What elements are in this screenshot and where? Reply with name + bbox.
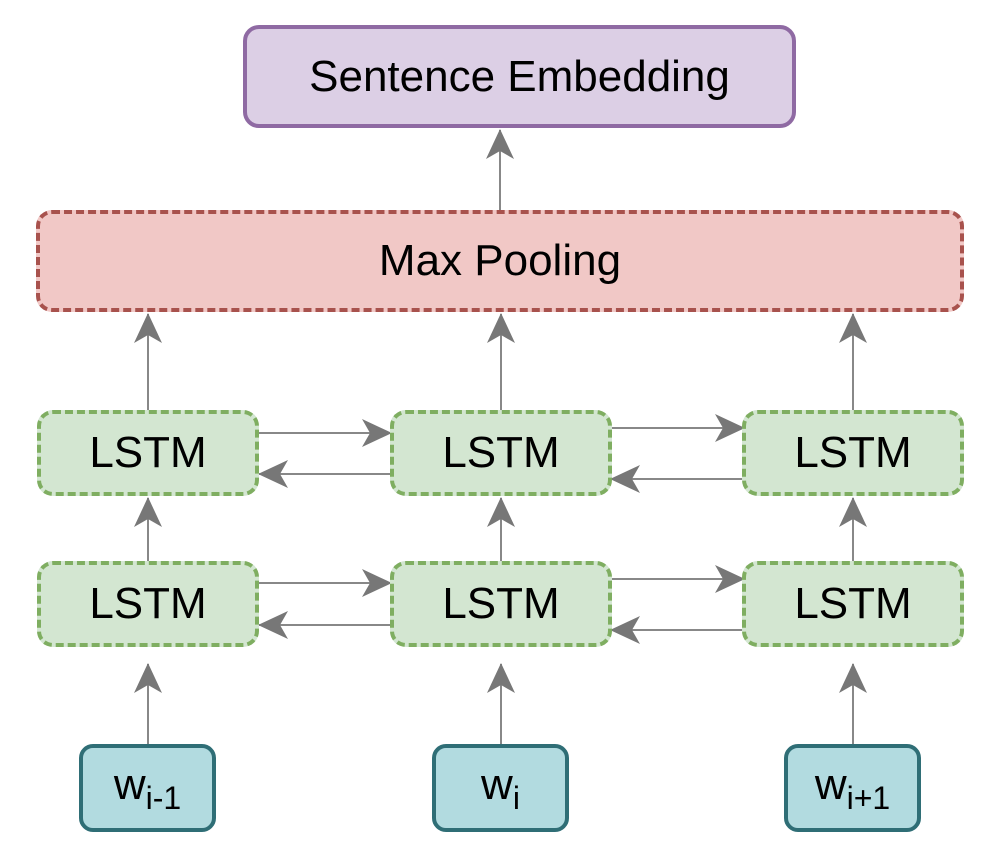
- lstm-label: LSTM: [442, 579, 560, 628]
- lstm-label: LSTM: [442, 428, 560, 477]
- input-word-2: wi: [432, 744, 569, 832]
- lstm-label: LSTM: [89, 579, 207, 628]
- sentence-embedding-box: Sentence Embedding: [243, 25, 796, 128]
- sentence-embedding-label: Sentence Embedding: [309, 51, 730, 101]
- lstm-lower-1: LSTM: [37, 561, 259, 647]
- lstm-upper-2: LSTM: [390, 410, 612, 496]
- max-pooling-label: Max Pooling: [378, 236, 622, 285]
- lstm-lower-3: LSTM: [742, 561, 964, 647]
- lstm-label: LSTM: [794, 428, 912, 477]
- lstm-upper-1: LSTM: [37, 410, 259, 496]
- lstm-lower-2: LSTM: [390, 561, 612, 647]
- lstm-label: LSTM: [794, 579, 912, 628]
- input-word-label: wi+1: [814, 759, 891, 816]
- input-word-label: wi-1: [113, 759, 182, 816]
- lstm-upper-3: LSTM: [742, 410, 964, 496]
- input-word-label: wi: [481, 759, 520, 816]
- input-word-1: wi-1: [79, 744, 216, 832]
- max-pooling-box: Max Pooling: [36, 210, 964, 312]
- lstm-label: LSTM: [89, 428, 207, 477]
- input-word-3: wi+1: [784, 744, 921, 832]
